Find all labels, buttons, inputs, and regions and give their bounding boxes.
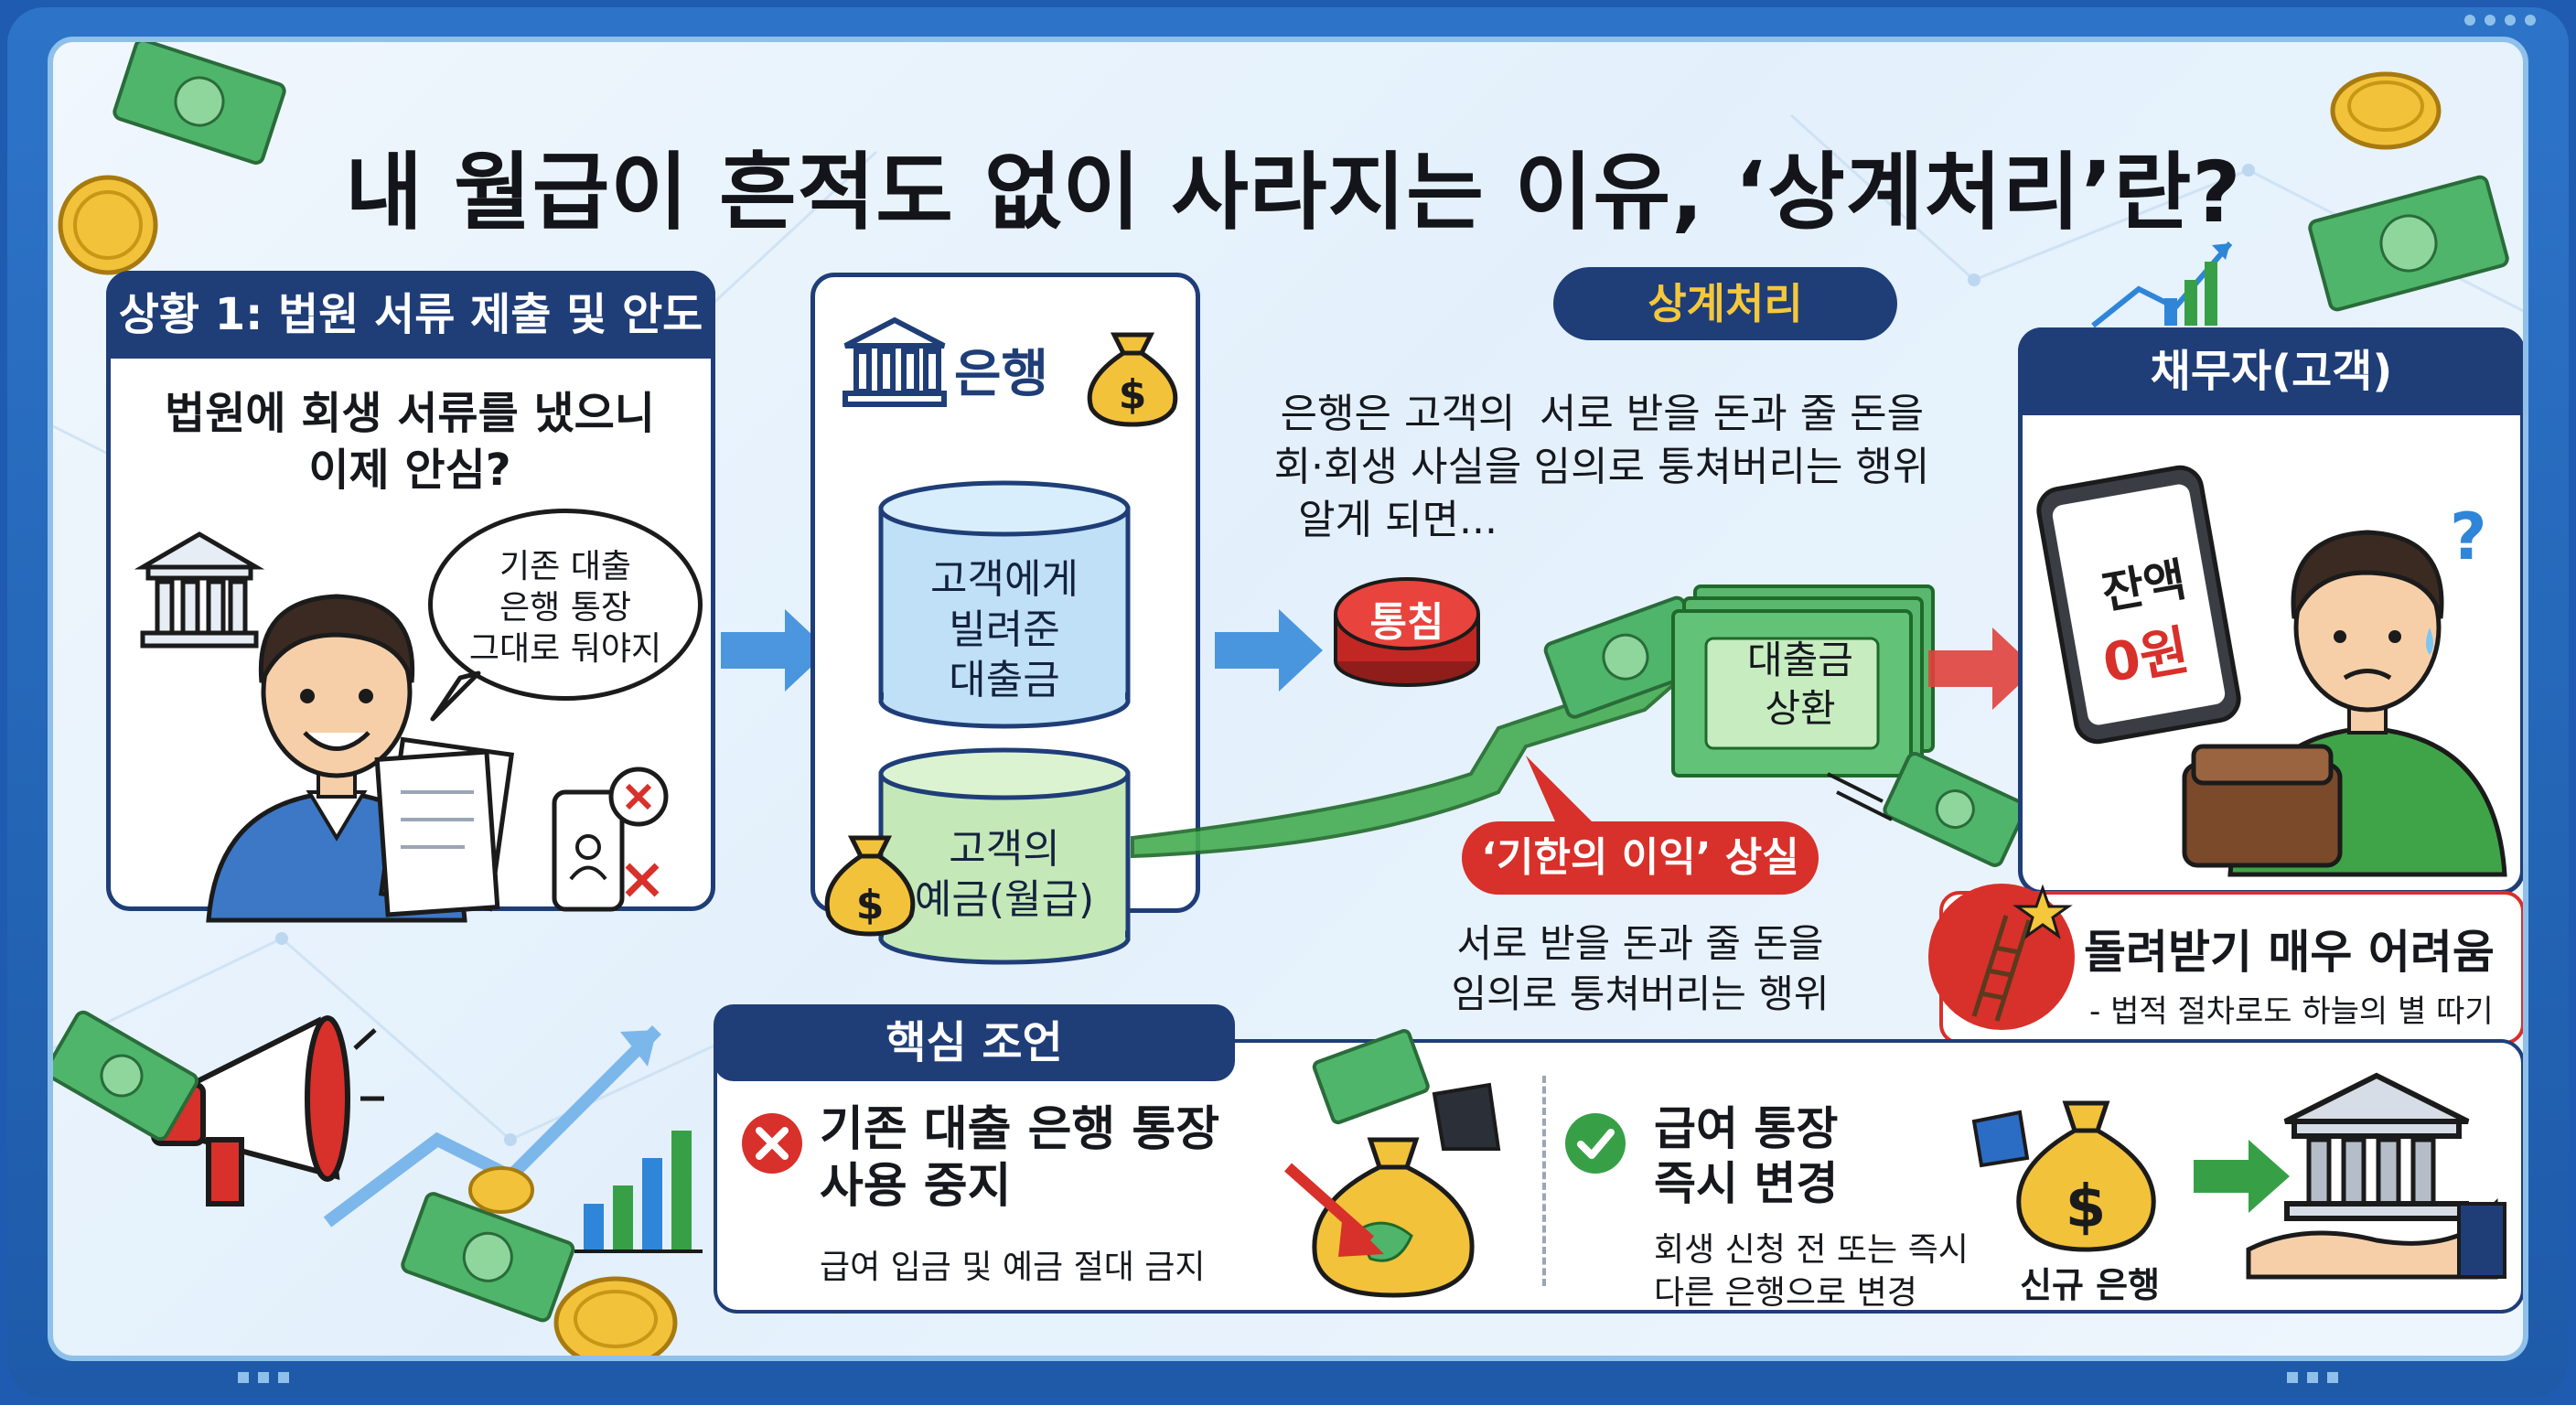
- document-papers-icon: [374, 736, 515, 917]
- money-bill-icon-bottom: [401, 1192, 575, 1323]
- offset-desc-line2: 임의로 퉁쳐버리는 행위: [1533, 444, 1930, 491]
- money-bill-icon-left: [53, 1010, 199, 1142]
- page-title: 내 월급이 흔적도 없이 사라지는 이유, ‘상계처리’란?: [345, 144, 2242, 241]
- loan-text-line2: 빌려준: [949, 606, 1060, 653]
- megaphone-icon: [151, 1015, 384, 1207]
- coin-stack-icon: [58, 175, 158, 275]
- coin-icon-small: [468, 1166, 534, 1214]
- advice-header: 핵심 조언: [714, 1004, 1235, 1081]
- bar-chart-icon: [574, 1131, 703, 1253]
- bubble-tail: [430, 670, 481, 722]
- speech-bubble: 기존 대출 은행 통장 그대로 둬야지: [428, 509, 703, 701]
- money-bag-handover-icon: $: [1971, 1100, 2156, 1252]
- bank-building-icon: [134, 531, 265, 649]
- change-title: 급여 통장 즉시 변경: [1654, 1101, 1838, 1211]
- debtor-header: 채무자(고객): [2018, 327, 2523, 415]
- infographic-canvas: 내 월급이 흔적도 없이 사라지는 이유, ‘상계처리’란? 상황 1: 법원 …: [48, 37, 2528, 1361]
- svg-text:$: $: [856, 882, 885, 928]
- situation-question-line1: 법원에 회생 서류를 냈으니: [165, 388, 655, 439]
- repay-line2: 상환: [1765, 685, 1836, 731]
- change-title-line1: 급여 통장: [1654, 1102, 1839, 1155]
- wallet-icon: [2182, 744, 2343, 868]
- money-bag-icon-small: $: [824, 835, 916, 937]
- deposit-cylinder-text: 고객의 예금(월급): [876, 824, 1132, 925]
- offset-desc: 서로 받을 돈과 줄 돈을 임의로 퉁쳐버리는 행위: [1517, 388, 1947, 494]
- phone-icon: [2036, 465, 2241, 745]
- advice-divider: [1542, 1076, 1546, 1286]
- ladder-star-icon: [1928, 884, 2075, 1030]
- button-label: 통침: [1369, 599, 1444, 646]
- stop-title-line2: 사용 중지: [820, 1159, 1012, 1215]
- loss-desc-line1: 서로 받을 돈과 줄 돈을: [1456, 921, 1824, 966]
- stop-desc: 급여 입금 및 예금 절대 금지: [820, 1249, 1206, 1286]
- situation-question-line2: 이제 안심?: [308, 445, 511, 496]
- situation-header: 상황 1: 법원 서류 제출 및 안도: [106, 271, 715, 359]
- bank-label: 은행: [954, 345, 1049, 404]
- coin-icon: [2330, 71, 2442, 150]
- flow-arrow-2: [1215, 609, 1323, 692]
- flow-arrow-red: [1928, 627, 2036, 710]
- new-bank-label: 신규 은행: [2020, 1265, 2161, 1305]
- motion-lines: [1827, 772, 1893, 821]
- money-bag-hand-icon: [1284, 1029, 1501, 1298]
- svg-text:$: $: [2066, 1174, 2107, 1241]
- deposit-text-line1: 고객의: [949, 826, 1060, 873]
- notice-line1: 은행은 고객의: [1280, 391, 1516, 437]
- deposit-text-line2: 예금(월급): [914, 876, 1095, 923]
- money-bill-falling-icon: [1883, 752, 2027, 867]
- recovery-title: 돌려받기 매우 어려움: [2084, 926, 2495, 979]
- loss-desc-line2: 임의로 퉁쳐버리는 행위: [1451, 971, 1830, 1017]
- svg-text:$: $: [1119, 371, 1147, 418]
- flow-arrow-1: [721, 609, 829, 692]
- repayment-bills: [1671, 585, 1935, 778]
- loan-cylinder: [878, 480, 1131, 729]
- new-bank-building-icon: [2246, 1072, 2506, 1280]
- loan-cylinder-text: 고객에게 빌려준 대출금: [876, 554, 1132, 705]
- repay-text: 대출금 상환: [1709, 637, 1892, 733]
- notice-text: 은행은 고객의 회·회생 사실을 알게 되면...: [1224, 388, 1572, 547]
- loss-desc: 서로 받을 돈과 줄 돈을 임의로 퉁쳐버리는 행위: [1416, 918, 1864, 1020]
- bubble-line1: 기존 대출: [499, 548, 631, 585]
- offset-header: 상계처리: [1553, 267, 1897, 340]
- money-bill-icon: [113, 42, 286, 165]
- x-circle-icon: [742, 1113, 802, 1174]
- bubble-line3: 그대로 둬야지: [468, 630, 662, 668]
- money-bill-icon-right: [2308, 175, 2509, 312]
- coin-icon-bottom: [553, 1276, 678, 1356]
- change-desc-line1: 회생 신청 전 또는 즉시: [1654, 1231, 1969, 1269]
- money-bag-icon: $: [1087, 332, 1178, 427]
- stop-title-line1: 기존 대출 은행 통장: [820, 1102, 1220, 1157]
- change-desc-line2: 다른 은행으로 변경: [1654, 1273, 1917, 1312]
- recovery-subtitle: - 법적 절차로도 하늘의 별 따기: [2089, 993, 2494, 1030]
- repay-line1: 대출금: [1747, 638, 1853, 682]
- notice-line2: 회·회생 사실을: [1273, 444, 1522, 491]
- question-mark-icon: ?: [2450, 499, 2487, 574]
- stop-title: 기존 대출 은행 통장 사용 중지: [820, 1101, 1219, 1216]
- red-button-icon[interactable]: [1329, 559, 1485, 696]
- phone-blocked-icon: [552, 767, 669, 912]
- bubble-line2: 은행 통장: [499, 589, 631, 627]
- loss-label: ‘기한의 이익’ 상실: [1462, 821, 1819, 895]
- loss-pointer: [1526, 756, 1599, 838]
- bank-label-icon: [843, 316, 947, 407]
- flow-arrow-green: [2194, 1140, 2290, 1213]
- change-desc: 회생 신청 전 또는 즉시 다른 은행으로 변경: [1654, 1229, 1969, 1315]
- loan-text-line3: 대출금: [949, 657, 1060, 703]
- loan-text-line1: 고객에게: [930, 556, 1079, 603]
- deposit-cylinder: [878, 747, 1131, 965]
- growth-chart-icon: [2091, 241, 2233, 328]
- check-circle-icon: [1565, 1113, 1626, 1174]
- growth-arrow-decoration: [323, 1025, 661, 1228]
- change-title-line2: 즉시 변경: [1654, 1157, 1839, 1210]
- notice-line3: 알게 되면...: [1298, 497, 1497, 544]
- offset-desc-line1: 서로 받을 돈과 줄 돈을: [1539, 391, 1925, 437]
